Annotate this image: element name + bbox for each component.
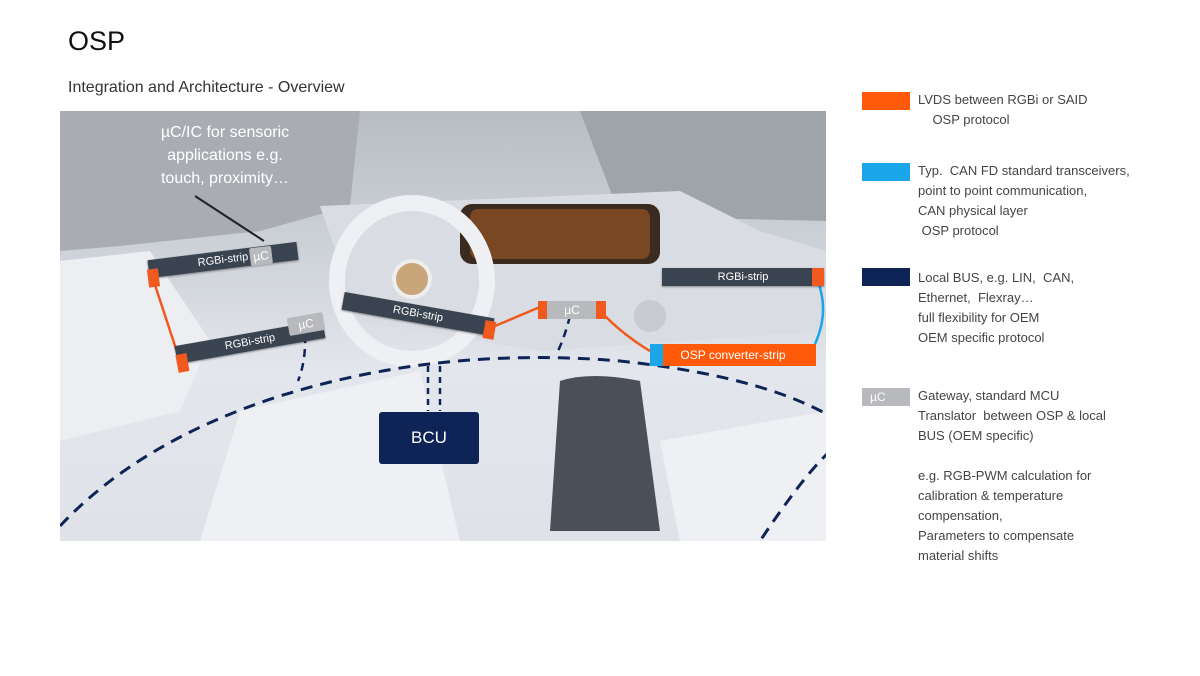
- bcu-box: BCU: [379, 412, 479, 464]
- legend-line: CAN physical layer: [918, 203, 1028, 218]
- window-area: [60, 111, 360, 251]
- lvds-connector: [146, 268, 161, 288]
- lvds-connector: [596, 301, 606, 319]
- converter-label: OSP converter-strip: [680, 348, 786, 362]
- center-console: [550, 376, 660, 531]
- legend-text: Typ. CAN FD standard transceivers, point…: [918, 161, 1130, 241]
- legend-swatch-lvds: [862, 92, 910, 110]
- legend-line: OEM specific protocol: [918, 330, 1045, 345]
- local-bus-loop: [60, 356, 826, 541]
- local-bus-drop-center: [556, 315, 572, 352]
- legend-line: Ethernet, Flexray…: [918, 290, 1034, 305]
- legend-line: Typ. CAN FD standard transceivers,: [918, 163, 1130, 178]
- air-vent: [634, 300, 666, 332]
- strip-label: RGBi-strip: [197, 250, 249, 270]
- legend-text: Local BUS, e.g. LIN, CAN, Ethernet, Flex…: [918, 268, 1074, 348]
- legend-line: LVDS between RGBi or SAID: [918, 92, 1088, 107]
- legend-line: BUS (OEM specific): [918, 428, 1034, 443]
- steering-wheel: [329, 195, 495, 367]
- page-title: OSP: [68, 26, 126, 56]
- left-seat: [60, 251, 210, 441]
- sensoric-callout: µC/IC for sensoric applications e.g. tou…: [135, 121, 315, 190]
- uc-chip-upper-left: µC: [248, 245, 274, 267]
- callout-pointer: [194, 195, 265, 242]
- display-content: [470, 209, 650, 259]
- legend-line: calibration & temperature: [918, 488, 1064, 503]
- front-seat-right: [660, 411, 826, 541]
- legend-line: [918, 446, 1106, 466]
- legend-line: Parameters to compensate: [918, 528, 1075, 543]
- legend-line: material shifts: [918, 548, 999, 563]
- uc-chip-center: µC: [538, 301, 606, 319]
- lvds-connector: [812, 268, 824, 286]
- callout-line: applications e.g.: [167, 147, 283, 164]
- bcu-link: [426, 366, 442, 411]
- rgbi-strip-right: RGBi-strip: [662, 268, 824, 286]
- legend-line: Local BUS, e.g. LIN, CAN,: [918, 270, 1075, 285]
- car-interior-diagram: µC/IC for sensoric applications e.g. tou…: [60, 111, 826, 541]
- page-subtitle: Integration and Architecture - Overview: [68, 79, 345, 96]
- callout-line: µC/IC for sensoric: [160, 124, 290, 141]
- can-transceiver-block: [650, 344, 663, 366]
- legend-swatch-gateway: µC: [862, 388, 910, 406]
- legend-line: point to point communication,: [918, 183, 1088, 198]
- osp-converter-strip: OSP converter-strip: [650, 344, 816, 366]
- legend-line: OSP protocol: [918, 112, 1010, 127]
- legend-swatch-local-bus: [862, 268, 910, 286]
- legend-line: Translator between OSP & local: [918, 408, 1106, 423]
- legend-line: compensation,: [918, 508, 1003, 523]
- legend-swatch-can: [862, 163, 910, 181]
- legend-line: full flexibility for OEM: [918, 310, 1040, 325]
- legend-text: LVDS between RGBi or SAID OSP protocol: [918, 90, 1088, 130]
- legend-line: OSP protocol: [918, 223, 999, 238]
- lvds-wire-right: [604, 315, 651, 353]
- lvds-wire-center: [494, 305, 541, 328]
- callout-line: touch, proximity…: [160, 170, 290, 187]
- strip-label: RGBi-strip: [717, 271, 769, 283]
- steering-hub: [392, 259, 432, 299]
- legend-line: Gateway, standard MCU: [918, 388, 1060, 403]
- legend-line: e.g. RGB-PWM calculation for: [918, 468, 1092, 483]
- lvds-connector: [538, 301, 547, 319]
- legend-text: Gateway, standard MCU Translator between…: [918, 386, 1106, 566]
